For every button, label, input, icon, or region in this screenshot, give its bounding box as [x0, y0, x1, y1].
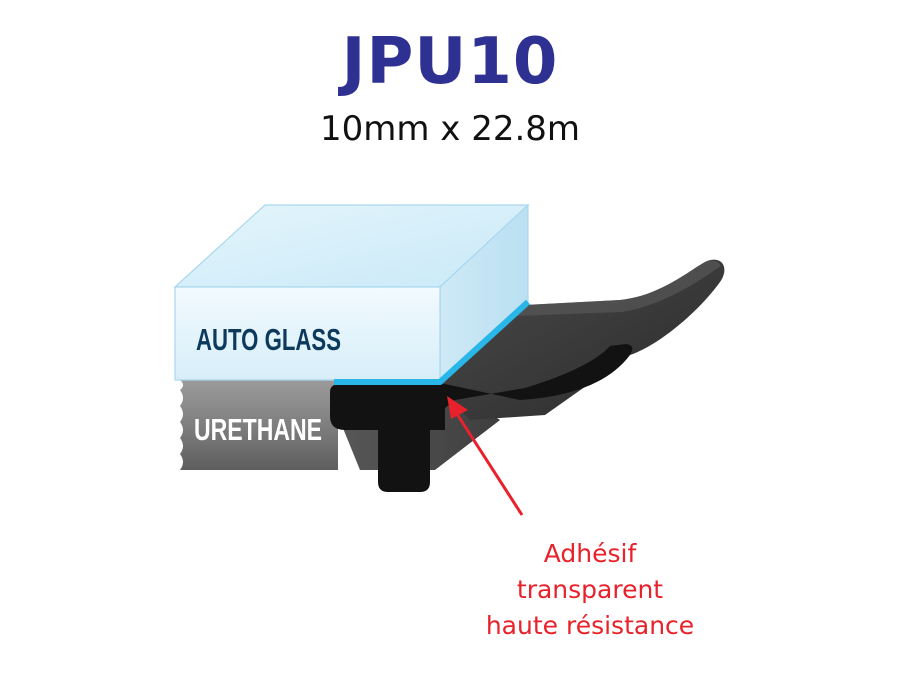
urethane-label: URETHANE [194, 412, 322, 447]
callout-line-2: transparent [516, 575, 664, 604]
urethane-front-face [180, 380, 338, 470]
callout-line-1: Adhésif [543, 539, 637, 568]
adhesive-callout: Adhésif transparent haute résistance [440, 536, 740, 644]
product-dimensions: 10mm x 22.8m [319, 109, 581, 149]
molding-t-profile [330, 344, 633, 492]
glass-block [173, 203, 530, 382]
red-arrow-icon [447, 396, 524, 516]
callout-line-3: haute résistance [485, 611, 695, 640]
molding-flap-highlight [505, 260, 721, 316]
glass-front-face [174, 286, 441, 381]
adhesive-tape [334, 299, 531, 385]
molding-profile [330, 259, 725, 492]
product-title: JPU10 [341, 25, 559, 99]
glass-label: AUTO GLASS [196, 322, 341, 357]
